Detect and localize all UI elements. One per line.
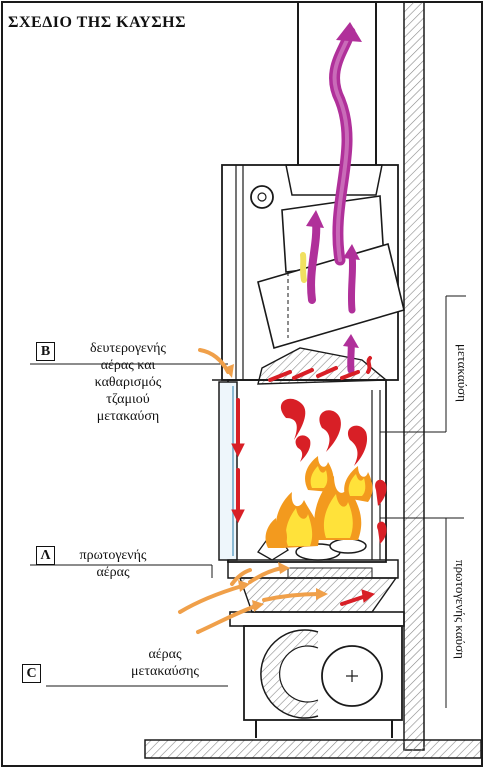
glass-door — [219, 382, 237, 560]
label-post-combustion-air: αέρας μετακαύσης — [100, 646, 230, 680]
side-label-primary-combustion: πρωτογενής καύση — [452, 560, 468, 659]
label-secondary-air-line: καθαρισμός — [58, 374, 198, 391]
wall — [404, 2, 424, 750]
label-secondary-air-line: μετακαύση — [58, 408, 198, 425]
diagram-title: ΣΧΕΔΙΟ ΤΗΣ ΚΑΥΣΗΣ — [8, 14, 186, 32]
side-label-post-combustion: μετακαύση — [454, 344, 470, 402]
floor — [145, 740, 481, 758]
label-secondary-air-line: τζαμιού — [58, 391, 198, 408]
label-primary-air: πρωτογενής αέρας — [58, 547, 168, 581]
marker-b: B — [36, 342, 55, 361]
label-post-combustion-air-line: αέρας — [100, 646, 230, 663]
fire — [266, 456, 373, 548]
label-secondary-air-line: αέρας και — [58, 357, 198, 374]
label-secondary-air: δευτερογενής αέρας και καθαρισμός τζαμιο… — [58, 340, 198, 425]
marker-c: C — [22, 664, 41, 683]
marker-a: Λ — [36, 546, 55, 565]
label-post-combustion-air-line: μετακαύσης — [100, 663, 230, 680]
label-secondary-air-line: δευτερογενής — [58, 340, 198, 357]
label-primary-air-line: αέρας — [58, 564, 168, 581]
label-primary-air-line: πρωτογενής — [58, 547, 168, 564]
